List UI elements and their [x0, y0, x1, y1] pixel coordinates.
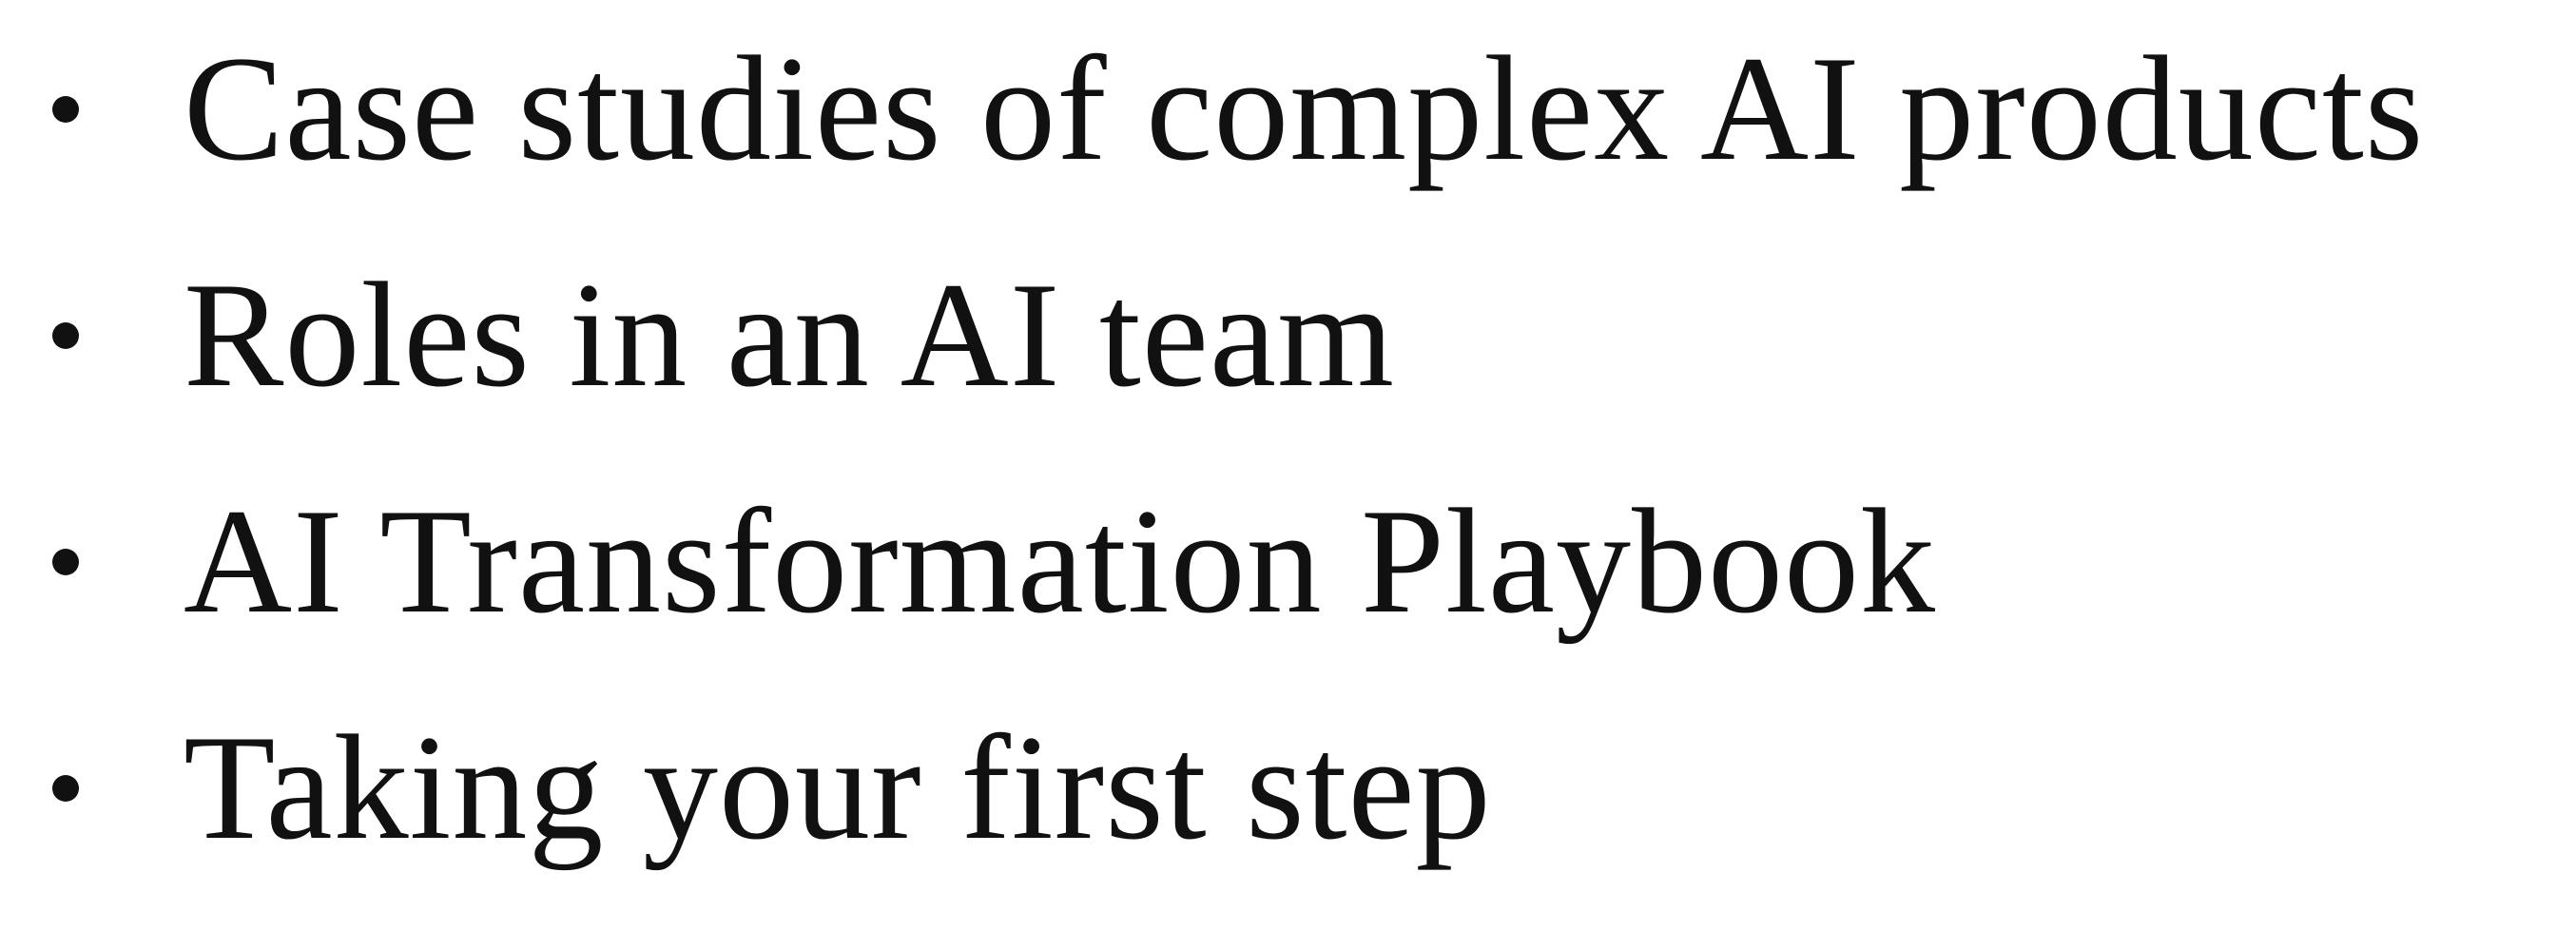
list-item: AI Transformation Playbook	[0, 467, 2576, 657]
bullet-text: Taking your first step	[184, 705, 1492, 871]
list-item: Case studies of complex AI products	[0, 14, 2576, 204]
list-item: Roles in an AI team	[0, 241, 2576, 431]
bullet-icon	[52, 775, 79, 802]
bullet-icon	[52, 96, 79, 123]
bullet-icon	[52, 322, 79, 349]
bullet-text: Case studies of complex AI products	[184, 26, 2425, 192]
list-item: Taking your first step	[0, 693, 2576, 883]
bullet-text: AI Transformation Playbook	[184, 478, 1936, 645]
bullet-icon	[52, 549, 79, 575]
bullet-text: Roles in an AI team	[184, 252, 1395, 418]
